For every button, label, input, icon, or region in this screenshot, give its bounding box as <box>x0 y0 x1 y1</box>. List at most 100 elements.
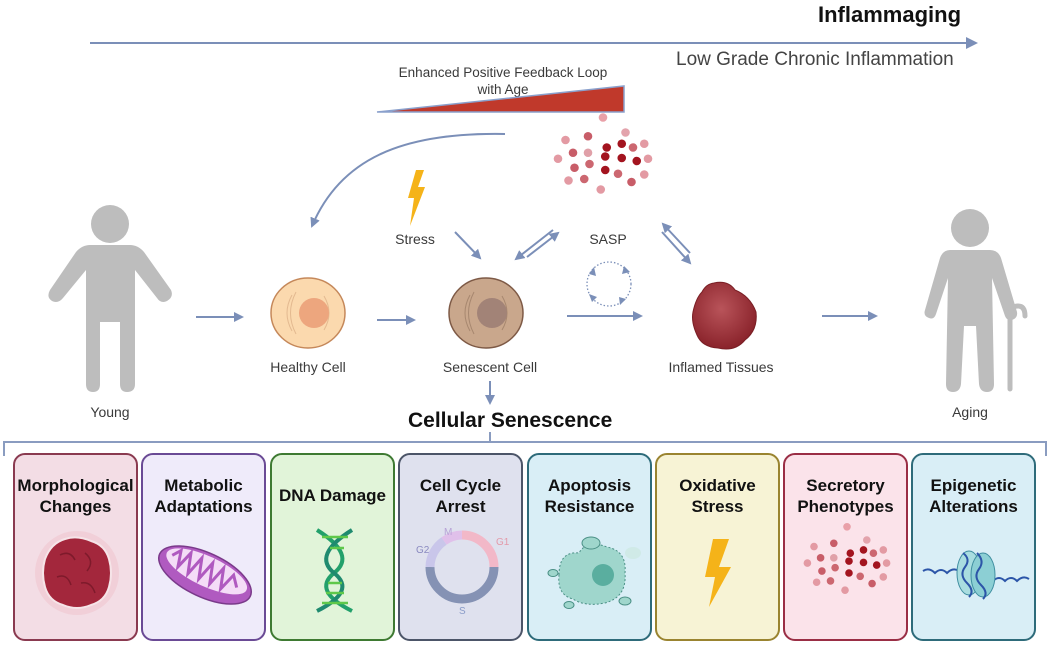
particle-dot <box>868 579 876 588</box>
hallmark-title-line1: DNA Damage <box>278 486 387 505</box>
hallmark-title-line2: Arrest <box>435 497 486 516</box>
particle-dot <box>826 577 835 585</box>
particle-dot <box>579 174 589 184</box>
particle-dot <box>859 558 868 567</box>
feedback-wedge-icon <box>376 85 625 113</box>
aging-person-icon <box>924 209 1028 392</box>
timeline-arrow <box>90 37 978 49</box>
particle-dot <box>831 563 839 572</box>
particle-dot <box>621 128 630 137</box>
secreted-particles-icon <box>803 523 891 594</box>
feedback-label-line1: Enhanced Positive Feedback Loop <box>398 65 608 80</box>
particle-dot <box>617 139 627 149</box>
inflammaging-title: Inflammaging <box>818 2 962 27</box>
hallmark-title-line2: Alterations <box>929 497 1018 516</box>
particle-dot <box>617 153 627 163</box>
phase-g1-label: G1 <box>496 537 510 548</box>
inflamed-tissue-icon <box>692 281 757 350</box>
particle-dot <box>845 569 853 577</box>
hallmark-title-line1: Metabolic <box>164 476 243 495</box>
hallmark-title-line2: Resistance <box>544 497 635 516</box>
sasp-particles-icon <box>553 113 653 194</box>
stress-lightning-icon <box>408 170 425 226</box>
particle-dot <box>632 156 642 166</box>
particle-dot <box>830 554 838 562</box>
lightning-icon <box>705 539 731 607</box>
particle-dot <box>810 542 818 551</box>
particle-dot <box>643 154 653 164</box>
stress-label: Stress <box>395 231 435 247</box>
particle-dot <box>882 559 891 567</box>
particle-dot <box>561 135 570 145</box>
particle-dot <box>602 143 612 152</box>
particle-dot <box>830 539 838 548</box>
hallmark-title-line1: Morphological <box>17 476 134 495</box>
irregular-cell-icon <box>35 531 119 615</box>
phase-m-label: M <box>444 527 452 538</box>
hallmark-card: DNA Damage <box>270 453 395 641</box>
hallmark-title-line1: Oxidative <box>679 476 756 495</box>
young-person-icon <box>48 205 172 392</box>
arrow-sasp-to-tissue <box>661 231 692 265</box>
hallmark-title-line2: Stress <box>691 497 744 516</box>
hallmark-title-line2: Adaptations <box>154 497 253 516</box>
phase-g2-label: G2 <box>416 545 430 556</box>
apoptotic-cell-icon <box>547 536 641 609</box>
timeline-label: Low Grade Chronic Inflammation <box>676 49 954 70</box>
dna-icon <box>315 528 354 613</box>
particle-dot <box>879 546 888 554</box>
hallmark-title-line1: Cell Cycle <box>419 476 502 495</box>
particle-dot <box>803 559 812 567</box>
particle-dot <box>596 185 606 194</box>
arrow-sasp-to-senescent <box>514 229 554 261</box>
particle-dot <box>585 159 594 169</box>
arrow-senescent-to-sasp <box>526 231 560 258</box>
particle-dot <box>600 152 610 161</box>
sasp-label: SASP <box>589 231 627 247</box>
particle-dot <box>613 169 623 179</box>
aging-label: Aging <box>952 404 988 420</box>
hallmark-title: DNA Damage <box>272 485 393 506</box>
particle-dot <box>872 561 881 569</box>
mitochondrion-icon <box>157 545 253 605</box>
loop-cycle-icon <box>586 261 632 307</box>
particle-dot <box>845 557 853 565</box>
senescent-cell-icon <box>448 277 524 349</box>
particle-dot <box>570 163 579 173</box>
particle-dot <box>583 131 593 141</box>
feedback-loop-label: Enhanced Positive Feedback Loop with Age <box>378 64 628 98</box>
nucleosome-icon <box>922 550 1030 600</box>
healthy-cell-label: Healthy Cell <box>270 359 346 375</box>
cellular-senescence-title: Cellular Senescence <box>408 409 613 432</box>
particle-dot <box>639 170 649 179</box>
feedback-curve-arrow <box>310 132 506 228</box>
particle-dot <box>841 586 849 594</box>
cell-cycle-icon: M G1 S G2 <box>416 527 510 617</box>
particle-dot <box>553 154 563 164</box>
particle-dot <box>564 176 573 185</box>
particle-dot <box>869 549 878 557</box>
young-label: Young <box>90 404 130 420</box>
healthy-cell-icon <box>270 277 346 349</box>
particle-dot <box>598 113 608 122</box>
arrow-stress-to-senescent <box>454 231 482 260</box>
particle-dot <box>859 546 868 554</box>
particle-dot <box>628 143 638 152</box>
particle-dot <box>583 148 593 158</box>
particle-dot <box>818 567 826 575</box>
particle-dot <box>816 554 825 562</box>
senescent-cell-label: Senescent Cell <box>442 359 538 375</box>
hallmark-title-line2: Changes <box>39 497 112 516</box>
